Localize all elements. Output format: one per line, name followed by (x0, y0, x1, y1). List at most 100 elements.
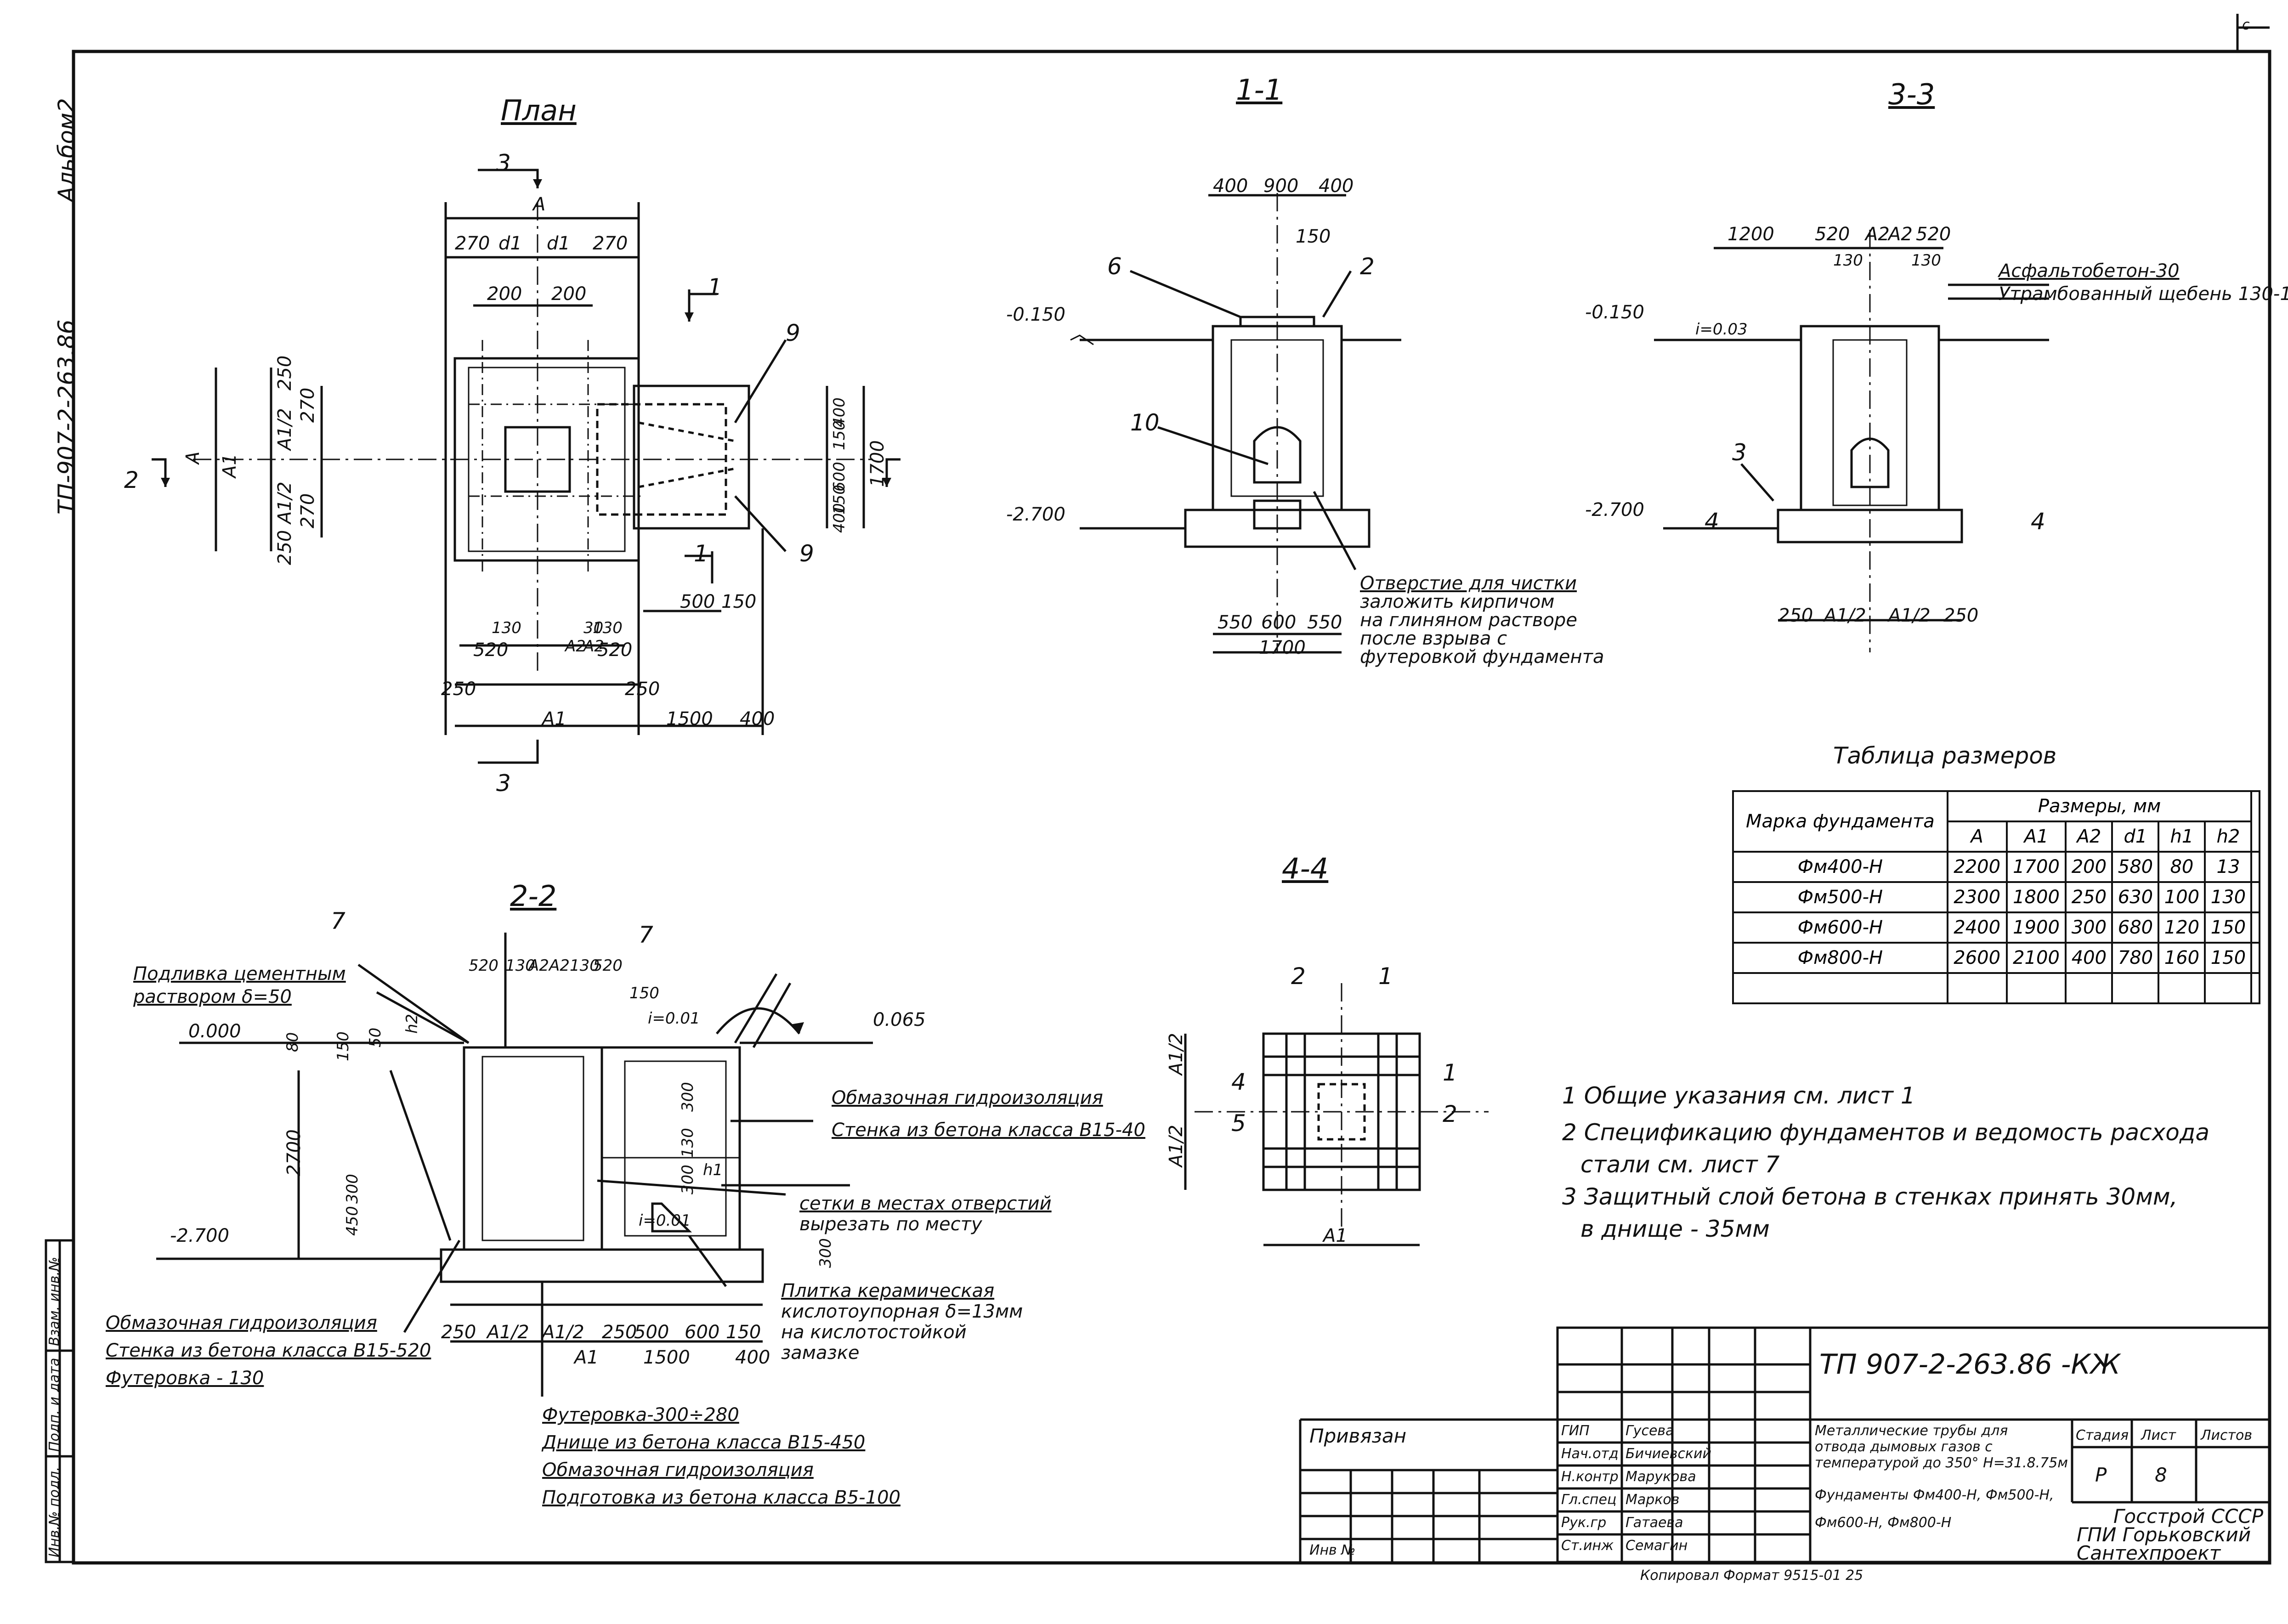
plan-section-mark: 1 (708, 274, 722, 300)
plan-dim: А (182, 451, 204, 464)
table-col-header: h2 (2204, 820, 2253, 853)
table-row-empty (1732, 972, 2260, 1004)
sec11-dim: 1700 (1259, 637, 1306, 658)
table-col-header: d1 (2111, 820, 2160, 853)
gravel-layer-label: Утрамбованный щебень 130-180 (1999, 283, 2288, 305)
sec33-section-mark: 4 (1705, 508, 1719, 535)
plan-section-mark: 2 (124, 467, 139, 493)
table-row: Фм600-Н 2400 1900 300 680 120 150 (1732, 911, 2260, 944)
sec33-dim: 1200 (1727, 224, 1774, 245)
plan-dim: А1/2 (274, 408, 295, 450)
sec11-callout: 2 (1360, 253, 1375, 280)
stamp-privyazan: Привязан (1309, 1425, 1407, 1447)
plan-dim: 200 (487, 283, 522, 305)
plan-dim: 270 (297, 493, 318, 528)
plan-section-mark: 3 (496, 150, 511, 176)
section-4-4-drawing (1184, 983, 1489, 1246)
sec33-dim: 130 (1911, 251, 1941, 270)
table-header-sizes: Размеры, мм (1946, 790, 2253, 822)
plan-title: План (501, 94, 577, 127)
plan-dim: А1 (219, 453, 240, 478)
asphalt-layer-label: Асфальтобетон-30 (1999, 260, 2180, 282)
margin-columns (45, 1239, 75, 1563)
sec33-dim: А2 (1888, 224, 1913, 245)
coating-callout: Обмазочная гидроизоляция (832, 1087, 1103, 1109)
album-margin-label: Альбом2 (53, 98, 80, 202)
sec33-dim: 520 (1916, 224, 1951, 245)
plan-dim: 520 (597, 639, 633, 661)
plan-dim: 400 (740, 708, 775, 730)
table-row: Фм800-Н 2600 2100 400 780 160 150 (1732, 942, 2260, 974)
sec11-dim: 550 (1307, 612, 1342, 633)
sheet-frame (72, 50, 2271, 1565)
plan-dim: А2 (583, 637, 604, 656)
stamp-stage-header: Стадия (2076, 1427, 2129, 1443)
sec11-dim: 400 (1319, 175, 1354, 197)
sec33-dim: 130 (1833, 251, 1863, 270)
section-4-4-title: 4-4 (1282, 852, 1329, 885)
sec33-callout: 3 (1732, 439, 1747, 466)
plan-section-mark: 3 (496, 770, 511, 797)
plan-dim: 250 (625, 679, 660, 700)
plan-dim: А2 (565, 637, 586, 656)
plan-dim: 250 (274, 355, 295, 390)
plan-dim: 130 (593, 619, 623, 637)
plan-dim: 250 (441, 679, 476, 700)
sec33-slope: i=0.03 (1695, 320, 1748, 339)
table-header-mark: Марка фундамента (1732, 790, 1948, 853)
sec33-dim: 250 (1943, 605, 1979, 626)
table-row: Фм500-Н 2300 1800 250 630 100 130 (1732, 881, 2260, 913)
sec11-level: -2.700 (1006, 504, 1065, 525)
sec11-dim: 400 (1213, 175, 1248, 197)
stamp-stage: Р (2095, 1464, 2107, 1486)
sec11-callout: 10 (1130, 409, 1160, 436)
plan-dim: d1 (498, 233, 522, 254)
title-block-lines (1299, 1326, 2271, 1563)
plan-dim: А1 (542, 708, 566, 730)
sec11-dim: 600 (1261, 612, 1297, 633)
plan-dim: 250 (274, 530, 295, 565)
plan-dim: 1500 (666, 708, 713, 730)
plan-dim: 270 (593, 233, 628, 254)
sec33-dim: А1/2 (1824, 605, 1866, 626)
plan-section-mark: 1 (694, 540, 708, 567)
stamp-inv-no: Инв № (1309, 1542, 1356, 1558)
plan-dim: 270 (455, 233, 490, 254)
stamp-sheets-header: Листов (2201, 1427, 2253, 1443)
section-3-3-title: 3-3 (1888, 78, 1935, 111)
plan-dim: А1/2 (274, 481, 295, 524)
dimensions-table: Марка фундамента Размеры, мм А А1 А2 d1 … (1732, 790, 2260, 1004)
table-col-header: А (1946, 820, 2008, 853)
sec33-level: -0.150 (1585, 302, 1644, 323)
sec33-dim: 520 (1815, 224, 1850, 245)
sec33-dim: А1/2 (1888, 605, 1931, 626)
plan-dim: 270 (297, 387, 318, 423)
wall-callout: Стенка из бетона класса В15-40 (832, 1120, 1145, 1141)
stamp-sheet-header: Лист (2141, 1427, 2176, 1443)
plan-dim: d1 (547, 233, 570, 254)
table-title: Таблица размеров (1833, 742, 2057, 769)
stamp-bottom-line: Копировал Формат 9515-01 25 (1640, 1567, 1863, 1584)
plan-dim: 1700 (867, 440, 888, 487)
table-col-header: h1 (2158, 820, 2206, 853)
table-col-header: А1 (2005, 820, 2067, 853)
sec33-level: -2.700 (1585, 499, 1644, 521)
section-1-1-drawing (1070, 193, 1401, 654)
sec33-section-mark: 4 (2031, 508, 2045, 535)
section-1-1-title: 1-1 (1236, 73, 1283, 107)
plan-dim: А (533, 194, 546, 215)
sec11-callout: 6 (1107, 253, 1122, 280)
section-2-2-title: 2-2 (510, 879, 557, 913)
sec11-dim: 900 (1263, 175, 1299, 197)
section-3-3-drawing (1654, 230, 2049, 652)
sec11-dim: 550 (1218, 612, 1253, 633)
plan-callout: 9 (799, 540, 814, 567)
sec11-level: -0.150 (1006, 304, 1065, 325)
corner-mark: с (2242, 17, 2250, 33)
margin-code-label: ТП-907-2-263.86 (53, 319, 80, 515)
section-2-2-drawing (156, 933, 873, 1397)
sec33-dim: 250 (1778, 605, 1813, 626)
plan-dim: 520 (473, 639, 509, 661)
